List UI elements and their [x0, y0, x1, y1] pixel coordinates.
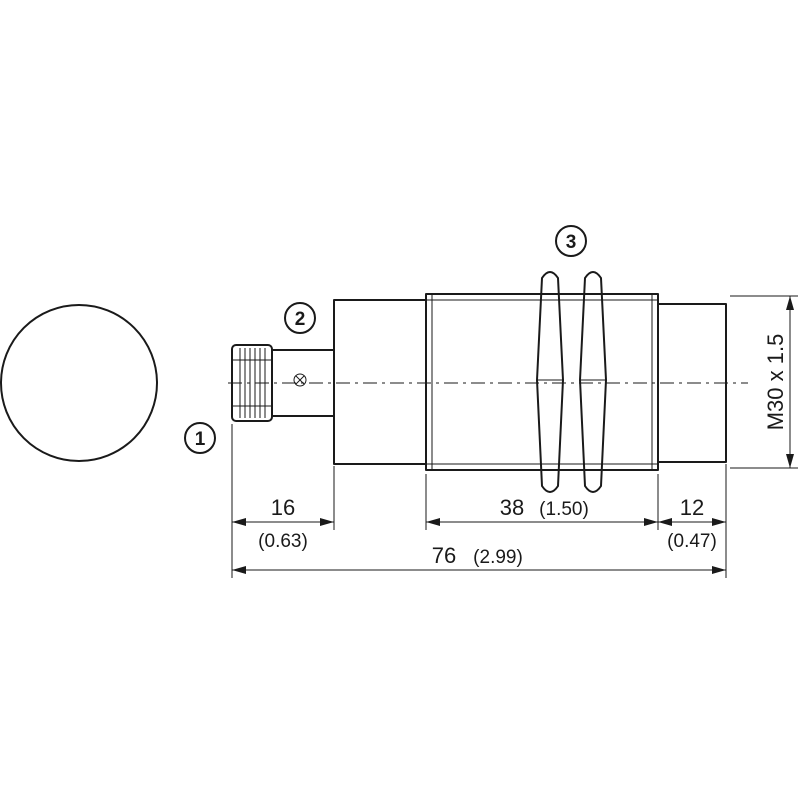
- dim-16-inch: (0.63): [258, 531, 308, 552]
- dim-16-mm: 16: [271, 495, 295, 520]
- mounting-nut-right: [579, 271, 607, 493]
- dim-12-inch: (0.47): [667, 531, 717, 552]
- dim-38-inch: (1.50): [539, 499, 589, 520]
- dim-76-inch: (2.99): [473, 547, 523, 568]
- dim-12-mm: 12: [680, 495, 704, 520]
- callout-2: 2: [284, 302, 316, 334]
- callout-1: 1: [184, 422, 216, 454]
- callout-1-label: 1: [195, 429, 206, 450]
- callout-2-label: 2: [295, 309, 306, 330]
- sensing-face-circle: [0, 304, 158, 462]
- dim-76-mm: 76: [432, 543, 456, 568]
- mounting-nut-left: [536, 271, 564, 493]
- extension-lines: [231, 295, 798, 578]
- dim-38-mm: 38: [500, 495, 524, 520]
- rear-housing: [333, 299, 427, 465]
- dimension-line-thread: [786, 296, 794, 468]
- threaded-housing: [425, 293, 659, 471]
- dim-thread-label: M30 x 1.5: [763, 334, 788, 431]
- dimension-line-16: [232, 518, 334, 526]
- led-indicator-icon: [293, 373, 307, 387]
- dimension-line-12: [658, 518, 726, 526]
- callout-3-label: 3: [566, 232, 577, 253]
- dimension-line-38: [426, 518, 658, 526]
- dimension-line-76: [232, 566, 726, 574]
- callout-3: 3: [555, 225, 587, 257]
- sensing-head: [657, 303, 727, 463]
